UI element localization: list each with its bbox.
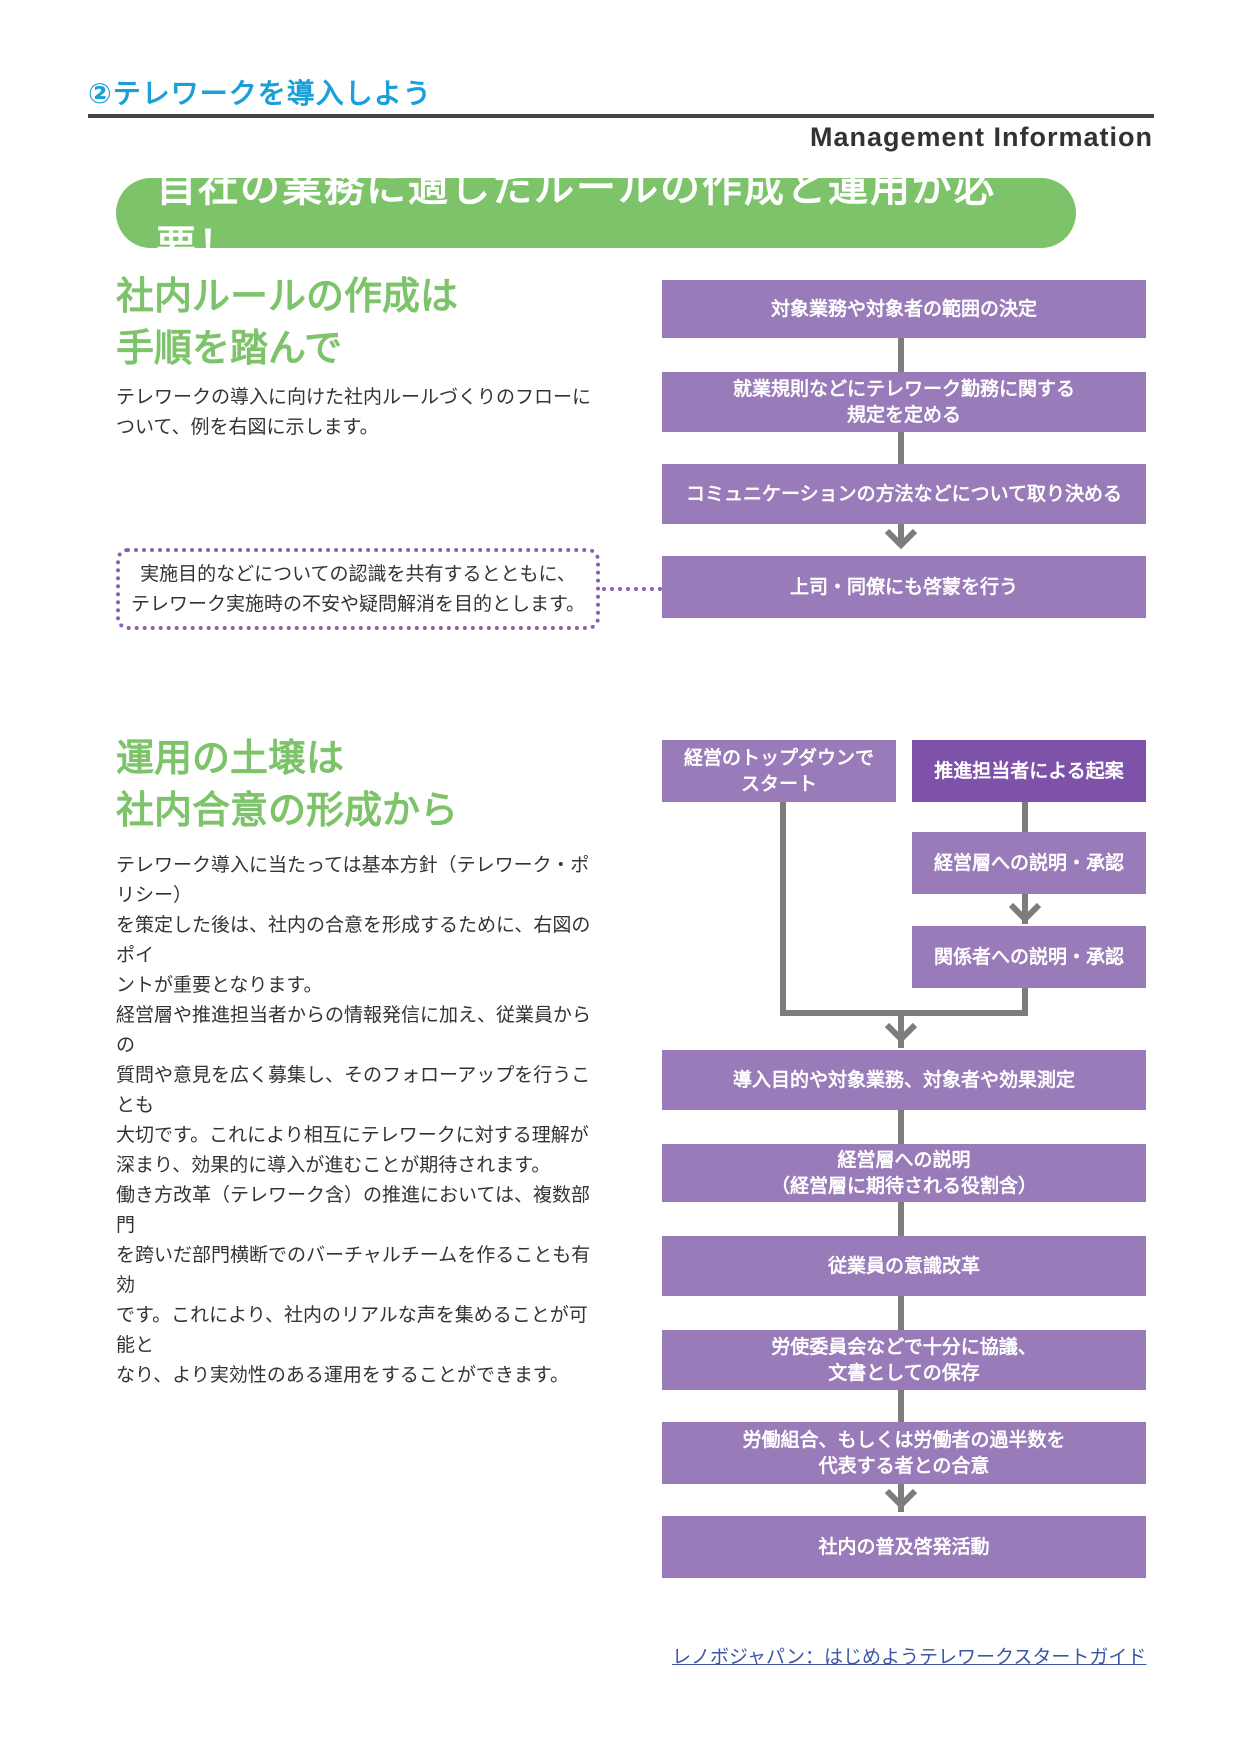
flow1-connector (898, 524, 904, 546)
flow2-connector (780, 802, 786, 1014)
section1-body-line: ついて、例を右図に示します。 (116, 416, 379, 438)
flow2-proposal-box: 推進担当者による起案 (912, 740, 1146, 802)
flow1-step-3: コミュニケーションの方法などについて取り決める (662, 464, 1146, 524)
flow2-connector (898, 1010, 904, 1048)
flow2-stakeholder-approval-box: 関係者への説明・承認 (912, 926, 1146, 988)
flow1-step-text: 規定を定める (846, 404, 961, 426)
flow1-connector (898, 432, 904, 464)
flow2-connector (1022, 894, 1028, 924)
section2-body-line: 大切です。これにより相互にテレワークに対する理解が (116, 1124, 589, 1146)
flow2-step-text: 文書としての保存 (828, 1362, 980, 1384)
callout-line2: テレワーク実施時の不安や疑問解消を目的とします。 (130, 593, 586, 615)
flow2-connector (898, 1484, 904, 1512)
callout-box: 実施目的などについての認識を共有するとともに、 テレワーク実施時の不安や疑問解消… (116, 548, 600, 630)
main-banner: 自社の業務に適したルールの作成と運用が必要！ (116, 165, 1076, 269)
page-title: ②テレワークを導入しよう (88, 77, 432, 110)
flow2-connector (1022, 988, 1028, 1014)
down-arrow-icon (884, 1022, 918, 1044)
flow2-step-text: 従業員の意識改革 (827, 1255, 980, 1277)
page-subtitle: Management Information (809, 122, 1153, 152)
flow1-step-4: 上司・同僚にも啓蒙を行う (662, 556, 1146, 618)
flow1-step-1: 対象業務や対象者の範囲の決定 (662, 280, 1146, 338)
flow2-step-text: 代表する者との合意 (818, 1455, 990, 1477)
source-link[interactable]: レノボジャパン：はじめようテレワークスタートガイド (672, 1646, 1147, 1668)
callout-connector (602, 587, 662, 591)
flow2-step-text: 関係者への説明・承認 (933, 946, 1124, 968)
section1-title-line2: 手順を踏んで (116, 326, 343, 370)
section2-body-line: 質問や意見を広く募集し、そのフォローアップを行うことも (116, 1064, 591, 1116)
flow2-step-text: 労働組合、もしくは労働者の過半数を (742, 1429, 1066, 1451)
section1-title-line1: 社内ルールの作成は (116, 274, 459, 318)
section2-title-line1: 運用の土壌は (116, 736, 345, 780)
flow2-step-4: 労使委員会などで十分に協議、 文書としての保存 (662, 1330, 1146, 1390)
section1-body: テレワークの導入に向けた社内ルールづくりのフローに ついて、例を右図に示します。 (116, 382, 606, 442)
flow2-connector (898, 1110, 904, 1144)
flow2-step-1: 導入目的や対象業務、対象者や効果測定 (662, 1050, 1146, 1110)
flow2-step-text: （経営層に期待される役割含） (770, 1175, 1037, 1197)
callout-line1: 実施目的などについての認識を共有するとともに、 (140, 563, 576, 585)
flow2-step-6: 社内の普及啓発活動 (662, 1516, 1146, 1578)
section2-body-line: 経営層や推進担当者からの情報発信に加え、従業員からの (116, 1004, 592, 1056)
flow2-step-5: 労働組合、もしくは労働者の過半数を 代表する者との合意 (662, 1422, 1146, 1484)
flow2-step-2: 経営層への説明 （経営層に期待される役割含） (662, 1144, 1146, 1202)
section2-body-line: を策定した後は、社内の合意を形成するために、右図のポイ (116, 914, 591, 966)
flow2-step-text: 推進担当者による起案 (934, 760, 1124, 782)
flow1-step-text: コミュニケーションの方法などについて取り決める (685, 483, 1123, 505)
section2-body-line: 働き方改革（テレワーク含）の推進においては、複数部門 (116, 1184, 591, 1236)
section1-body-line: テレワークの導入に向けた社内ルールづくりのフローに (116, 386, 592, 408)
flow2-step-text: 経営層への説明 (837, 1149, 971, 1171)
flow2-step-text: 経営のトップダウンで (683, 747, 874, 769)
section2-title-line2: 社内合意の形成から (116, 788, 459, 832)
down-arrow-icon (1008, 902, 1042, 924)
flow2-exec-approval-box: 経営層への説明・承認 (912, 832, 1146, 894)
flow2-merge-line (780, 1010, 1028, 1016)
flow1-step-2: 就業規則などにテレワーク勤務に関する 規定を定める (662, 372, 1146, 432)
flow2-connector (898, 1202, 904, 1236)
flow1-step-text: 対象業務や対象者の範囲の決定 (770, 298, 1037, 320)
section2-body-line: です。これにより、社内のリアルな声を集めることが可能と (116, 1304, 588, 1356)
header-divider (88, 114, 1154, 118)
flow2-topdown-box: 経営のトップダウンで スタート (662, 740, 896, 802)
flow2-step-text: スタート (740, 773, 817, 795)
down-arrow-icon (884, 1488, 918, 1510)
flow2-step-text: 導入目的や対象業務、対象者や効果測定 (732, 1069, 1075, 1091)
section2-body-line: 深まり、効果的に導入が進むことが期待されます。 (116, 1154, 551, 1176)
flow2-connector (898, 1296, 904, 1330)
section2-body-line: を跨いだ部門横断でのバーチャルチームを作ることも有効 (116, 1244, 591, 1296)
flow1-connector (898, 338, 904, 372)
section1-title: 社内ルールの作成は 手順を踏んで (116, 270, 458, 374)
section2-body: テレワーク導入に当たっては基本方針（テレワーク・ポリシー） を策定した後は、社内… (116, 850, 606, 1390)
flow2-step-text: 労使委員会などで十分に協議、 (771, 1336, 1037, 1358)
flow2-step-3: 従業員の意識改革 (662, 1236, 1146, 1296)
section2-body-line: なり、より実効性のある運用をすることができます。 (116, 1364, 569, 1386)
flow1-step-text: 就業規則などにテレワーク勤務に関する (732, 378, 1075, 400)
flow2-step-text: 社内の普及啓発活動 (818, 1536, 990, 1558)
flow2-connector (898, 1390, 904, 1422)
section2-title: 運用の土壌は 社内合意の形成から (116, 732, 458, 836)
flow2-connector (1022, 802, 1028, 832)
down-arrow-icon (884, 528, 918, 550)
section2-body-line: テレワーク導入に当たっては基本方針（テレワーク・ポリシー） (116, 854, 590, 906)
flow1-step-text: 上司・同僚にも啓蒙を行う (789, 576, 1018, 598)
section2-body-line: ントが重要となります。 (116, 974, 323, 996)
flow2-step-text: 経営層への説明・承認 (933, 852, 1124, 874)
